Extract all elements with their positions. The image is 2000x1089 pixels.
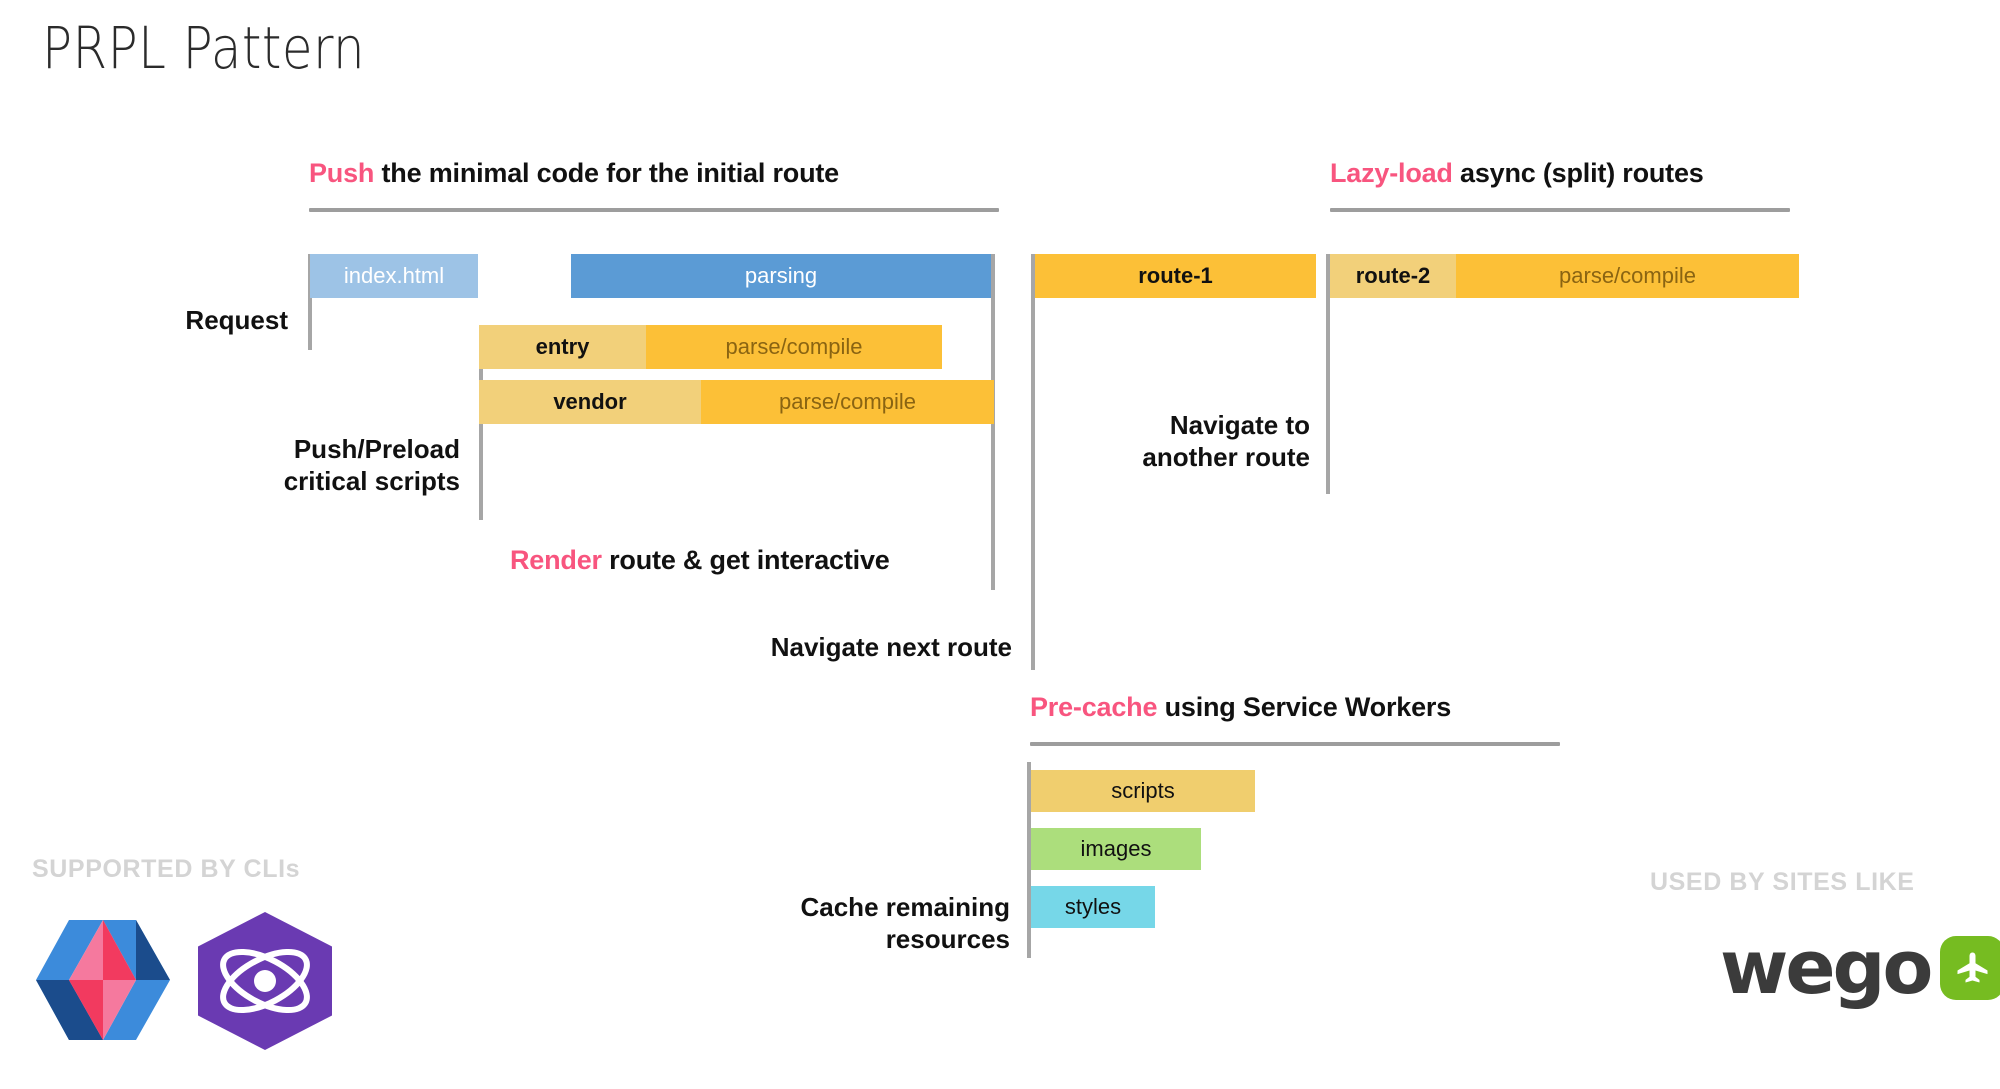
bar-vendor[interactable]: vendor parse/compile — [479, 380, 994, 424]
label-cache-remaining-resources: Cache remaining resources — [800, 892, 1010, 954]
heading-rest-precache: using Service Workers — [1157, 692, 1452, 722]
bar-route-2[interactable]: route-2 parse/compile — [1330, 254, 1799, 298]
bar-segment-route-2-parse-compile: parse/compile — [1456, 254, 1799, 298]
bar-styles[interactable]: styles — [1031, 886, 1155, 928]
label-push-preload: Push/Preload critical scripts — [283, 434, 460, 496]
bar-segment-styles: styles — [1031, 886, 1155, 928]
bar-segment-parsing: parsing — [571, 254, 991, 298]
bar-segment-route-2: route-2 — [1330, 254, 1456, 298]
label-request: Request — [185, 305, 288, 335]
section-rule-precache — [1030, 742, 1560, 746]
heading-highlight-lazy: Lazy-load — [1330, 158, 1453, 188]
preact-atom-logo-icon — [198, 912, 332, 1050]
section-rule-push — [309, 208, 999, 212]
heading-rest-render: route & get interactive — [601, 545, 890, 575]
bar-segment-entry-parse-compile: parse/compile — [646, 325, 942, 369]
bar-segment-route-1: route-1 — [1035, 254, 1316, 298]
bar-segment-images: images — [1031, 828, 1201, 870]
heading-highlight-render: Render — [510, 545, 602, 575]
caption-supported-by-clis: SUPPORTED BY CLIs — [32, 855, 301, 883]
wego-wordmark: wego — [1720, 925, 1933, 1011]
wego-logo: wego — [1720, 925, 2000, 1011]
polymer-logo-icon — [36, 920, 170, 1040]
guide-line-navigate-another — [1326, 254, 1330, 494]
bar-segment-vendor: vendor — [479, 380, 701, 424]
section-heading-push: Push the minimal code for the initial ro… — [309, 158, 839, 189]
plane-icon — [1957, 952, 1988, 983]
bar-segment-vendor-parse-compile: parse/compile — [701, 380, 994, 424]
bar-index-html[interactable]: index.html — [310, 254, 478, 298]
label-navigate-next-route: Navigate next route — [770, 632, 1012, 662]
heading-highlight-push: Push — [309, 158, 375, 188]
guide-line-request — [308, 254, 312, 350]
bar-entry[interactable]: entry parse/compile — [479, 325, 942, 369]
bar-segment-scripts: scripts — [1031, 770, 1255, 812]
heading-rest-push: the minimal code for the initial route — [374, 158, 840, 188]
bar-scripts[interactable]: scripts — [1031, 770, 1255, 812]
section-rule-lazy — [1330, 208, 1790, 212]
bar-segment-index-html: index.html — [310, 254, 478, 298]
label-navigate-another-route: Navigate to another route — [1142, 410, 1310, 472]
bar-images[interactable]: images — [1031, 828, 1201, 870]
bar-route-1[interactable]: route-1 — [1035, 254, 1316, 298]
wego-plane-badge-icon — [1940, 936, 2000, 1000]
section-heading-render: Render route & get interactive — [510, 545, 890, 576]
heading-rest-lazy: async (split) routes — [1452, 158, 1704, 188]
caption-used-by-sites-like: USED BY SITES LIKE — [1650, 868, 1915, 896]
section-heading-lazy: Lazy-load async (split) routes — [1330, 158, 1704, 189]
section-heading-precache: Pre-cache using Service Workers — [1030, 692, 1451, 723]
guide-line-cache — [1027, 762, 1031, 958]
bar-parsing[interactable]: parsing — [571, 254, 991, 298]
bar-segment-entry: entry — [479, 325, 646, 369]
page-title: PRPL Pattern — [42, 14, 366, 82]
guide-line-navigate-next — [1031, 254, 1035, 670]
heading-highlight-precache: Pre-cache — [1030, 692, 1158, 722]
